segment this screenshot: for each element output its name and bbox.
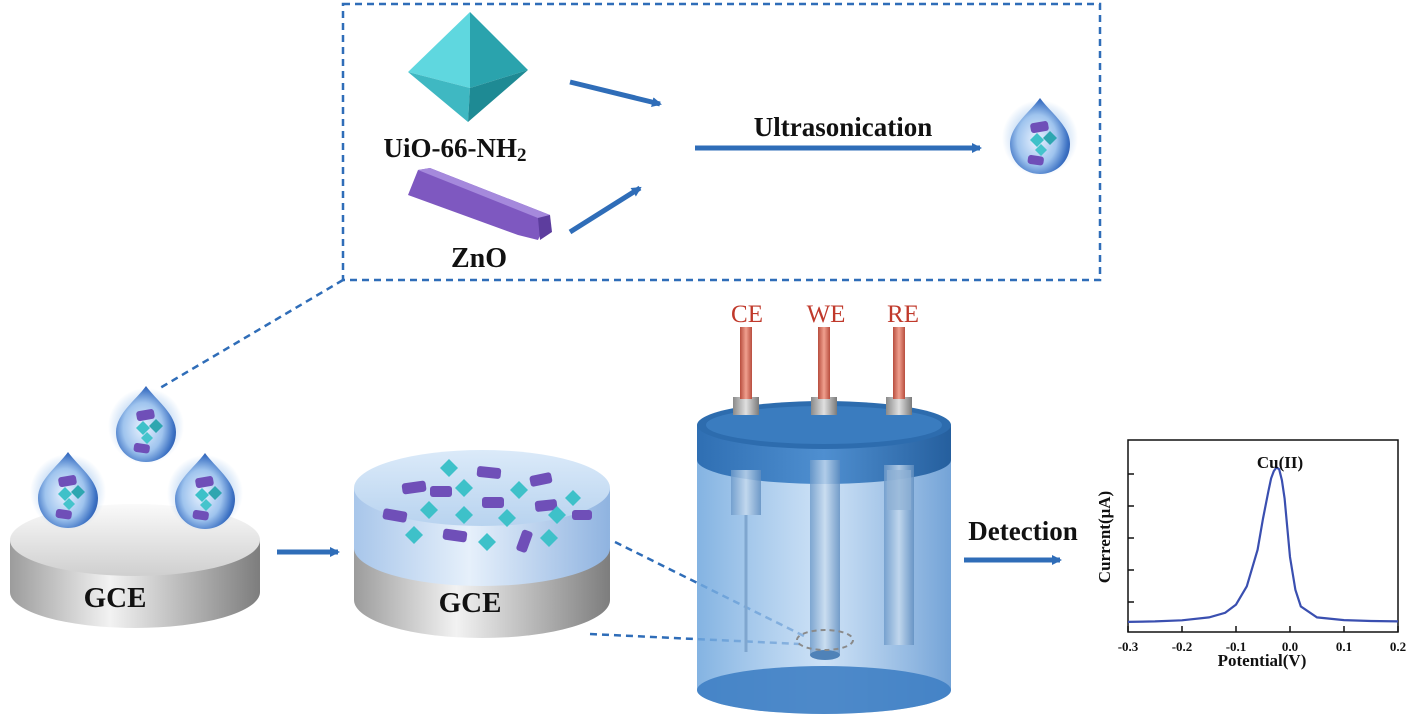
chart-plot-frame	[1127, 439, 1399, 633]
electrochemical-cell	[697, 327, 951, 714]
chart-x-tick-label: -0.3	[1118, 639, 1139, 654]
zno-rod-icon	[408, 168, 552, 240]
zno-label: ZnO	[451, 243, 507, 274]
bare-gce-label: GCE	[84, 582, 147, 614]
drop-icon	[167, 453, 243, 531]
chart-x-tick-label: -0.2	[1172, 639, 1193, 654]
chart-peak-annotation: Cu(II)	[1257, 453, 1303, 472]
chart-xlabel: Potential(V)	[1218, 651, 1307, 670]
dpv-chart: -0.3 -0.2 -0.1 0.0 0.1 0.2 Cu(II) Potential(V…	[1095, 439, 1406, 670]
drop-icon	[108, 386, 184, 464]
inset-connector	[159, 278, 344, 390]
chart-x-tick-label: -0.1	[1226, 639, 1247, 654]
inset-box	[341, 2, 1102, 282]
chart-x-tick-label: 0.0	[1282, 639, 1298, 654]
arrow-uio	[569, 79, 662, 107]
we-label: WE	[807, 301, 846, 328]
chart-ylabel: Current(μA)	[1095, 491, 1114, 583]
ce-label: CE	[731, 301, 763, 328]
chart-x-tick-label: 0.2	[1390, 639, 1406, 654]
modified-gce-label: GCE	[439, 587, 502, 619]
ultrasonication-label: Ultrasonication	[754, 112, 933, 142]
modified-gce-electrode	[354, 450, 610, 638]
arrow-zno	[568, 185, 642, 235]
drop-icon	[30, 452, 106, 530]
uio-label: UiO-66-NH2	[384, 133, 527, 166]
re-label: RE	[887, 301, 919, 328]
uio-octahedron-icon	[408, 12, 528, 122]
chart-x-tick-label: 0.1	[1336, 639, 1352, 654]
composite-drop-icon	[1002, 98, 1078, 176]
detection-label: Detection	[968, 516, 1077, 546]
chart-series-line	[1127, 465, 1399, 623]
